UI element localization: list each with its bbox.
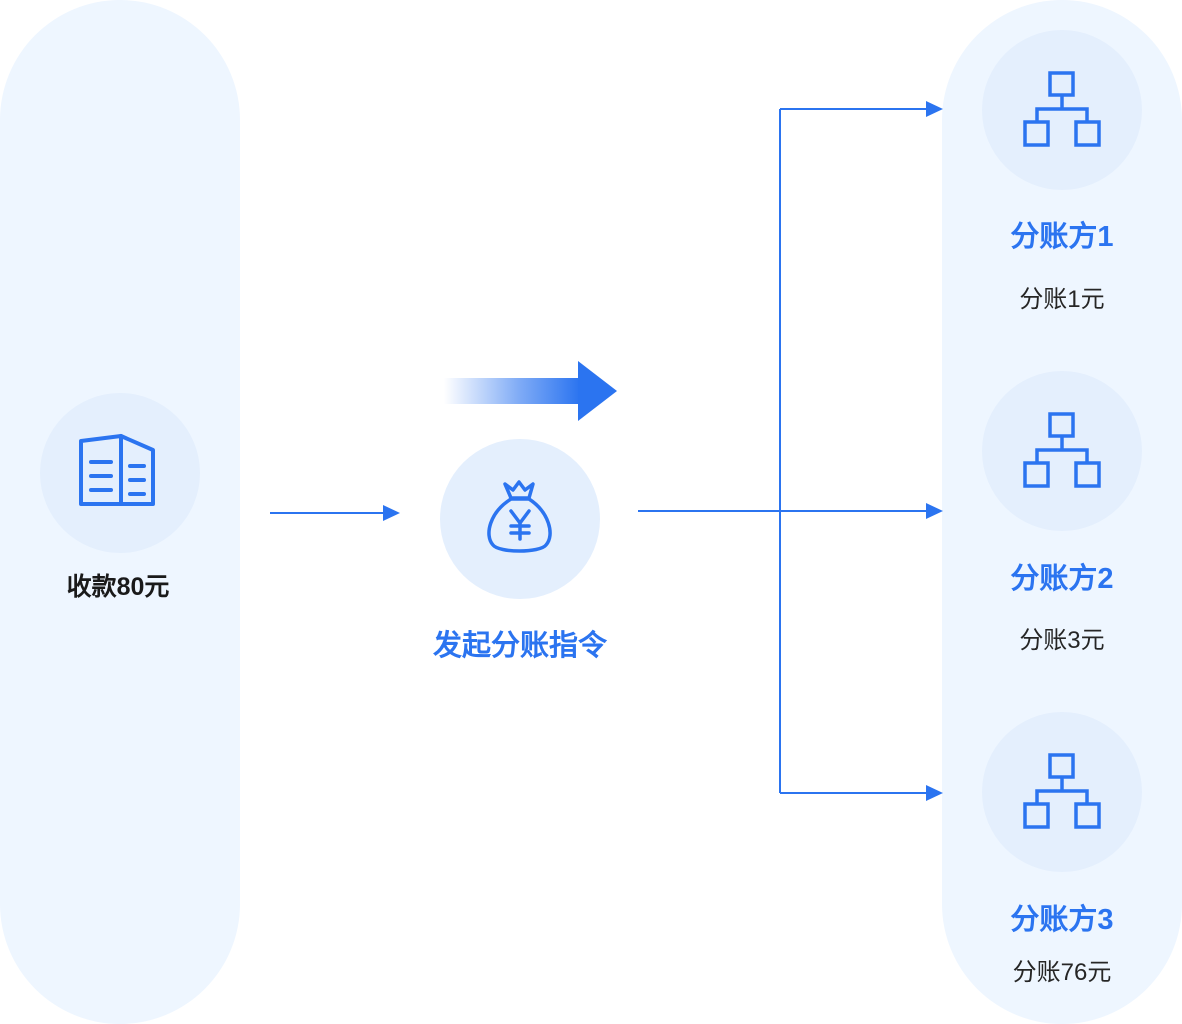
flow-direction-arrow <box>444 361 617 421</box>
source-to-instruction-arrow <box>270 505 400 521</box>
receiver-2-amount: 分账3元 <box>1019 627 1105 654</box>
money-bag-icon <box>487 480 552 553</box>
receiver-3-title: 分账方3 <box>1010 904 1114 936</box>
org-chart-icon <box>1023 71 1101 147</box>
instruction-icon-circle <box>440 439 600 599</box>
org-chart-icon <box>1023 753 1101 829</box>
receiver-1-amount: 分账1元 <box>1019 286 1105 313</box>
receiver-1-title: 分账方1 <box>1010 221 1114 253</box>
org-chart-icon <box>1023 412 1101 488</box>
receiver-3-amount: 分账76元 <box>1012 959 1112 986</box>
instruction-to-receivers-connector <box>638 101 943 801</box>
instruction-label: 发起分账指令 <box>432 630 607 662</box>
building-icon <box>79 434 155 506</box>
receiver-2-title: 分账方2 <box>1010 563 1114 595</box>
source-label: 收款80元 <box>66 573 170 601</box>
